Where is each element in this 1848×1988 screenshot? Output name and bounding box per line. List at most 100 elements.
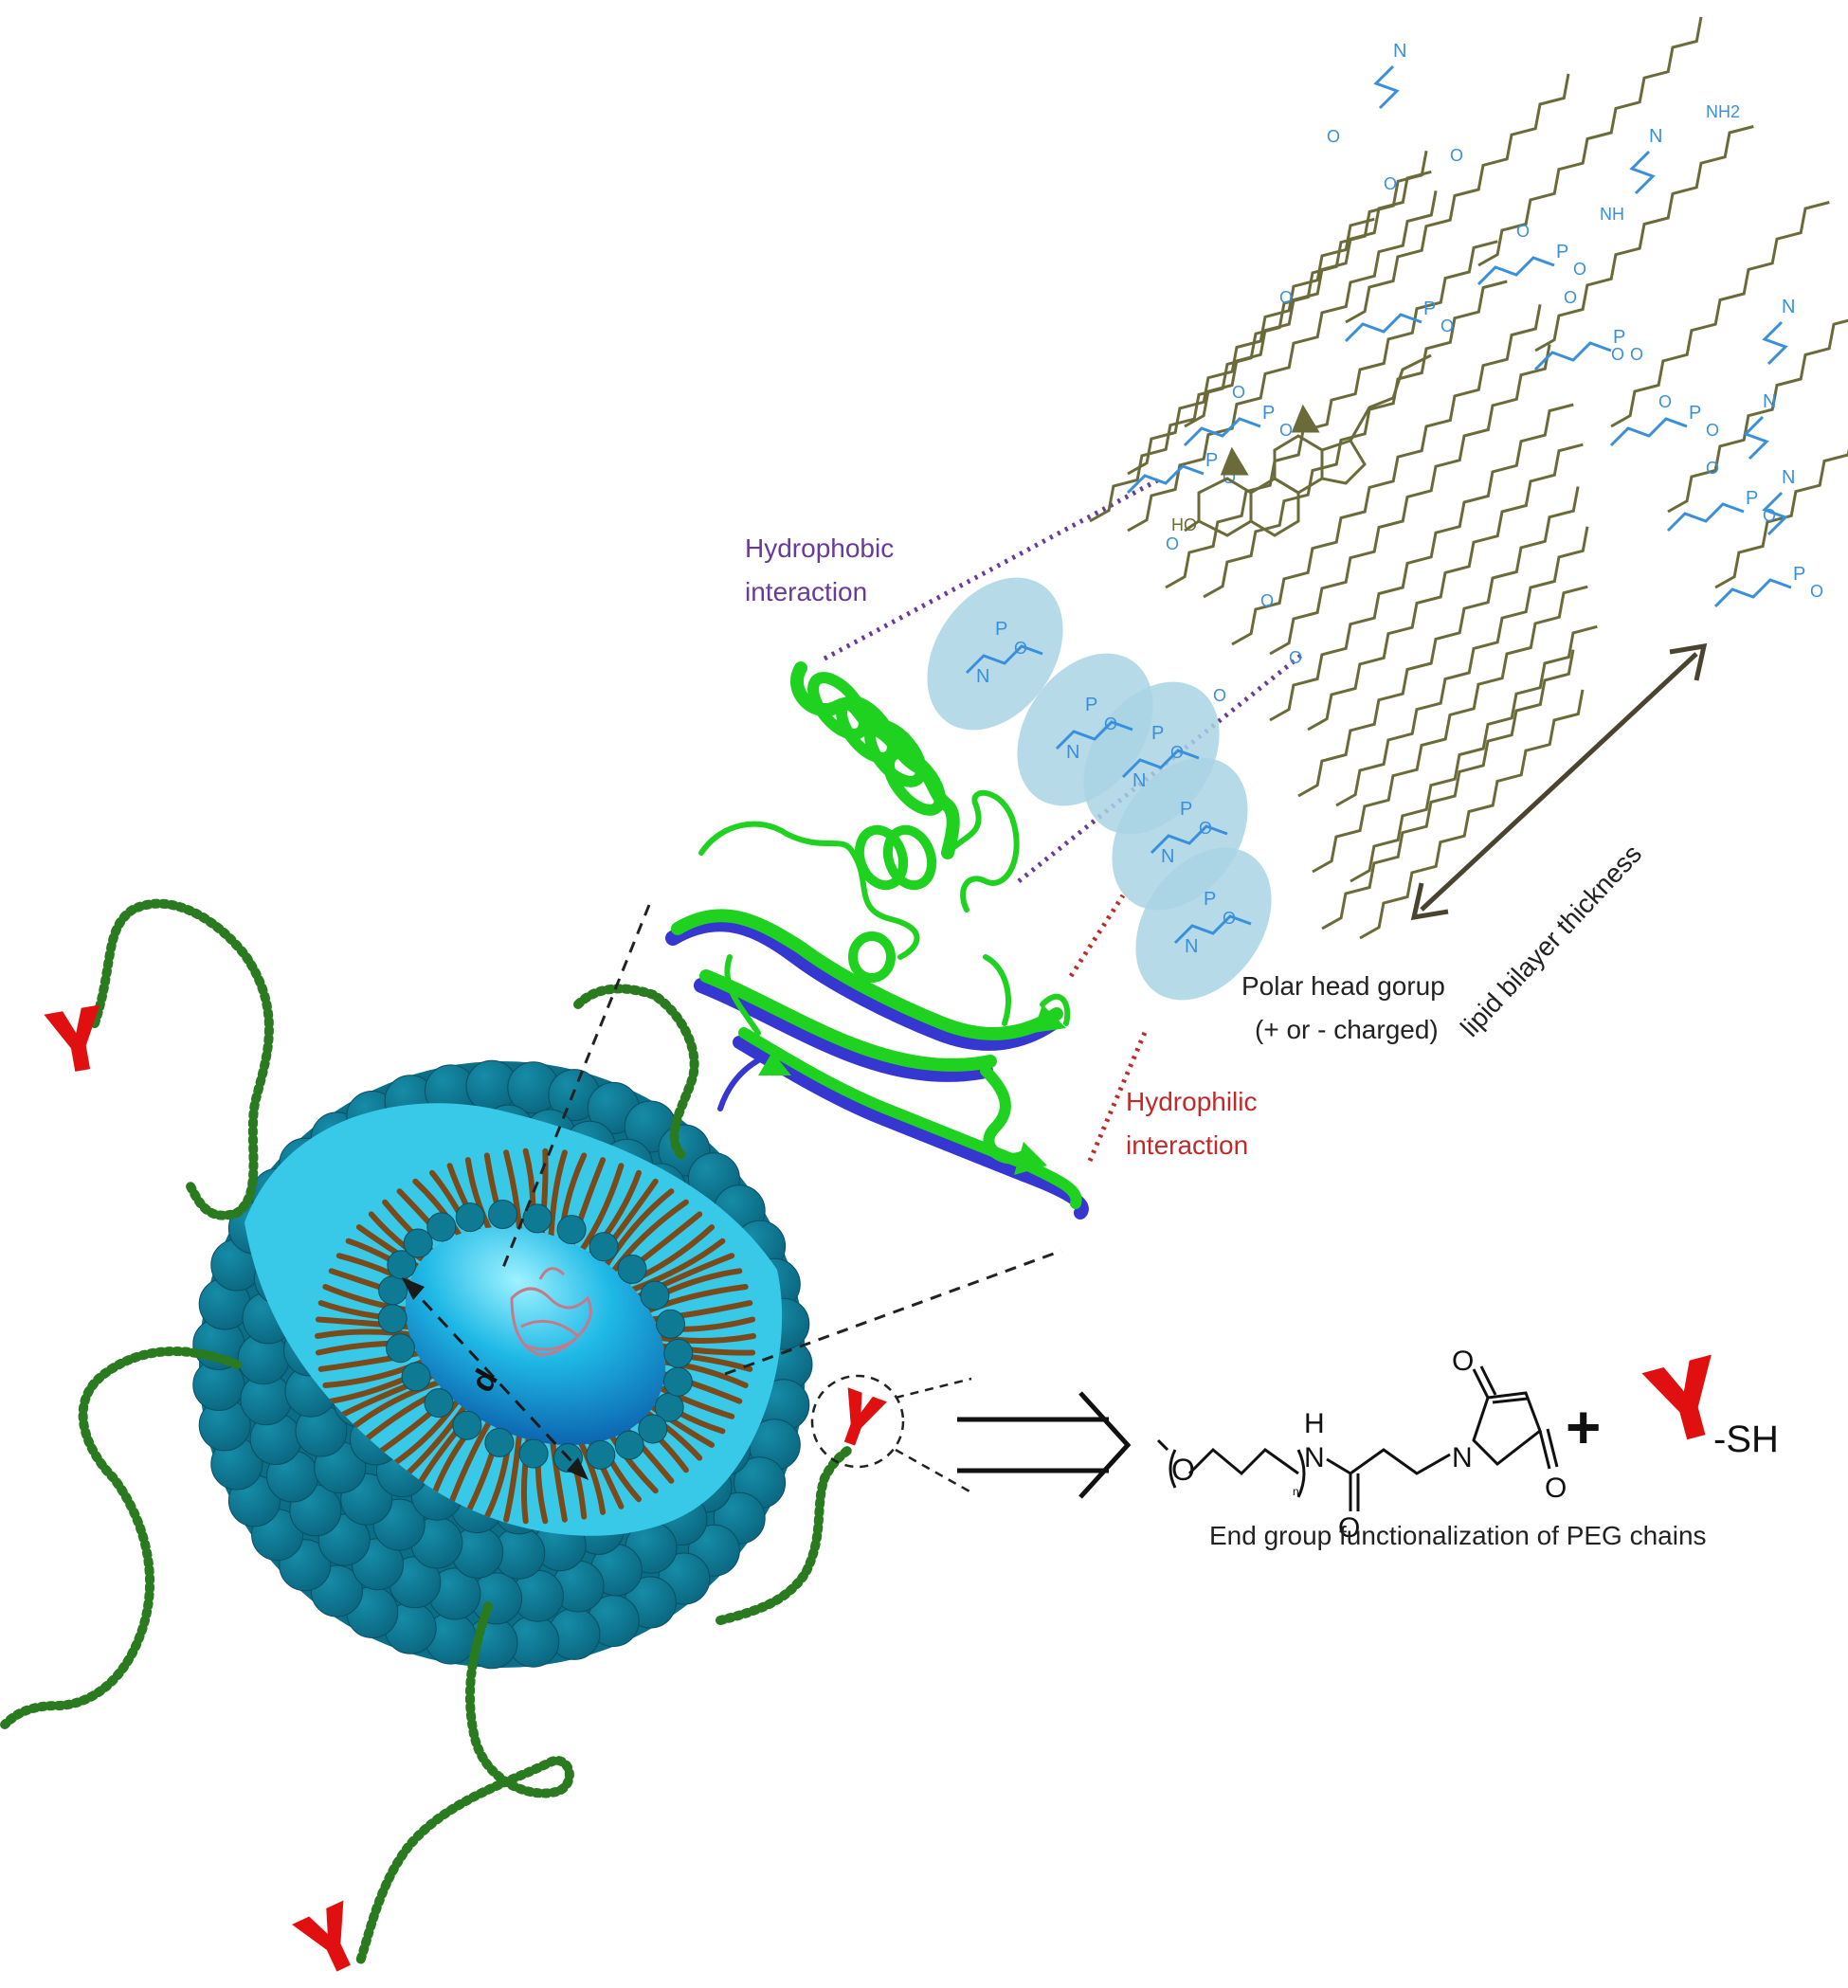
lipid-tail-chain [1203, 280, 1508, 599]
carbonyl-oxygen-label: O [1338, 1512, 1360, 1544]
head-atom-label: P [1793, 564, 1805, 585]
tail-strand [345, 1380, 441, 1435]
peg-repeat-label: n [1293, 1485, 1299, 1498]
head-atom-label: O [1260, 591, 1274, 610]
lipid-tail-chain [1127, 190, 1438, 533]
zoom-line-top [895, 1377, 972, 1400]
head-atom-label: O [1279, 421, 1293, 440]
head-atom-label: N [1763, 391, 1776, 412]
head-atom-label: O [1213, 686, 1226, 705]
peg-chains [0, 898, 853, 1966]
head-atom-label: P [1689, 403, 1701, 424]
lipid-tail-chain [1297, 486, 1580, 798]
head-atom-label: O [1014, 639, 1027, 658]
liposome: d [192, 1059, 813, 1670]
head-bond [1183, 417, 1261, 447]
head-bond [1713, 578, 1792, 608]
lipid-tail-chain [1312, 585, 1588, 874]
plus-sign: + [1566, 1393, 1601, 1461]
liposome-cutaway: d [245, 1103, 783, 1536]
inner-sphere [586, 1439, 616, 1470]
lipid-head-groups: POPOPOPOPOPOPOPONPONPONPONPONPONNNNNNH2N… [965, 41, 1823, 957]
inner-sphere [589, 1232, 619, 1262]
head-bond [1762, 491, 1788, 536]
head-bond [1121, 749, 1200, 779]
maleimide-nitrogen-label: N [1452, 1442, 1473, 1473]
inner-sphere [663, 1338, 694, 1368]
lipid-tail-chain [1350, 624, 1598, 883]
peg-chain-2 [573, 984, 699, 1161]
lipid-tail-chain [1335, 526, 1589, 807]
thiol-label: -SH [1713, 1419, 1779, 1460]
hydrophobic-dotted-lines [823, 476, 1305, 883]
inner-sphere [614, 1430, 644, 1460]
tail-strand [446, 1417, 494, 1509]
maleimide-top-oxygen-label: O [1452, 1346, 1474, 1377]
inner-sphere [484, 1427, 515, 1457]
head-bond [1609, 417, 1688, 447]
head-atom-label: O [1564, 288, 1577, 307]
lipid-tail-chain [1321, 649, 1575, 931]
bilayer-thickness-arrow [1410, 642, 1708, 921]
peg-maleimide-structure [1156, 1365, 1559, 1511]
inner-sphere [387, 1250, 417, 1280]
inner-sphere [488, 1200, 517, 1229]
peg-chain-1 [90, 898, 274, 1220]
head-atom-label: O [1706, 421, 1719, 440]
head-bond [1344, 313, 1422, 343]
amide-nitrogen-label: N [1304, 1442, 1325, 1473]
lipid-tail-chain [1359, 689, 1585, 940]
antibodies [44, 1004, 887, 1972]
peg-chain-4 [355, 1601, 574, 1966]
inner-leaflet-spheres [377, 1200, 694, 1473]
peg-chain-5 [716, 1445, 853, 1625]
head-atom-label: O [1573, 260, 1586, 279]
lipid-tail-chain [1610, 201, 1830, 428]
antibody-3 [292, 1900, 351, 1972]
head-atom-label: NH2 [1706, 102, 1740, 121]
lipid-tail-chain [1714, 447, 1848, 589]
head-atom-label: P [995, 619, 1007, 640]
lipid-bilayer: POPOPOPOPOPOPOPONPONPONPONPONPONNNNNNH2N… [927, 16, 1848, 1001]
lipid-tail-chain [1345, 73, 1570, 324]
inner-sphere [401, 1362, 431, 1392]
lipid-tails [1089, 16, 1848, 940]
implies-arrow [957, 1391, 1132, 1499]
peg-chain-3 [0, 1346, 242, 1729]
inner-sphere [424, 1388, 454, 1419]
head-bond [1743, 415, 1769, 461]
head-bond [1477, 256, 1555, 286]
head-atom-label: N [1185, 936, 1198, 957]
inner-sphere [455, 1202, 485, 1233]
head-atom-label: O [1440, 316, 1454, 335]
head-bond [1055, 720, 1133, 750]
antibody-thiol [1641, 1354, 1712, 1440]
head-atom-label: O [1166, 534, 1179, 553]
amide-hydrogen-label: H [1304, 1408, 1325, 1439]
head-bond [1126, 464, 1205, 495]
lipid-tail-chain [1089, 150, 1428, 523]
inner-sphere [386, 1333, 415, 1364]
head-atom-label: P [1423, 298, 1436, 319]
polar-head-group-label: Polar head gorup [1241, 971, 1445, 1001]
polar-head-ellipse [1135, 847, 1272, 1001]
inner-sphere [522, 1203, 553, 1234]
hydrophilic-interaction-label: Hydrophilic interaction [1126, 1087, 1258, 1160]
head-bond [1373, 64, 1400, 110]
head-atom-label: O [1516, 222, 1530, 241]
head-bond [1533, 341, 1612, 371]
diameter-arrowhead-start [402, 1277, 425, 1300]
lipid-tail-chain [1269, 403, 1574, 722]
antibody-1 [44, 1004, 100, 1072]
inner-sphere [617, 1254, 647, 1284]
maleimide-bottom-oxygen-label: O [1545, 1473, 1567, 1504]
head-atom-label: N [1782, 467, 1795, 488]
head-atom-label: N [1393, 41, 1406, 62]
head-atom-label: N [1161, 846, 1174, 867]
head-atom-label: P [1085, 695, 1097, 715]
hydrophobic-interaction-label: Hydrophobic interaction [745, 533, 895, 606]
head-atom-label: N [1782, 297, 1795, 317]
tail-strand [503, 1423, 523, 1523]
head-atom-label: N [1066, 742, 1079, 763]
